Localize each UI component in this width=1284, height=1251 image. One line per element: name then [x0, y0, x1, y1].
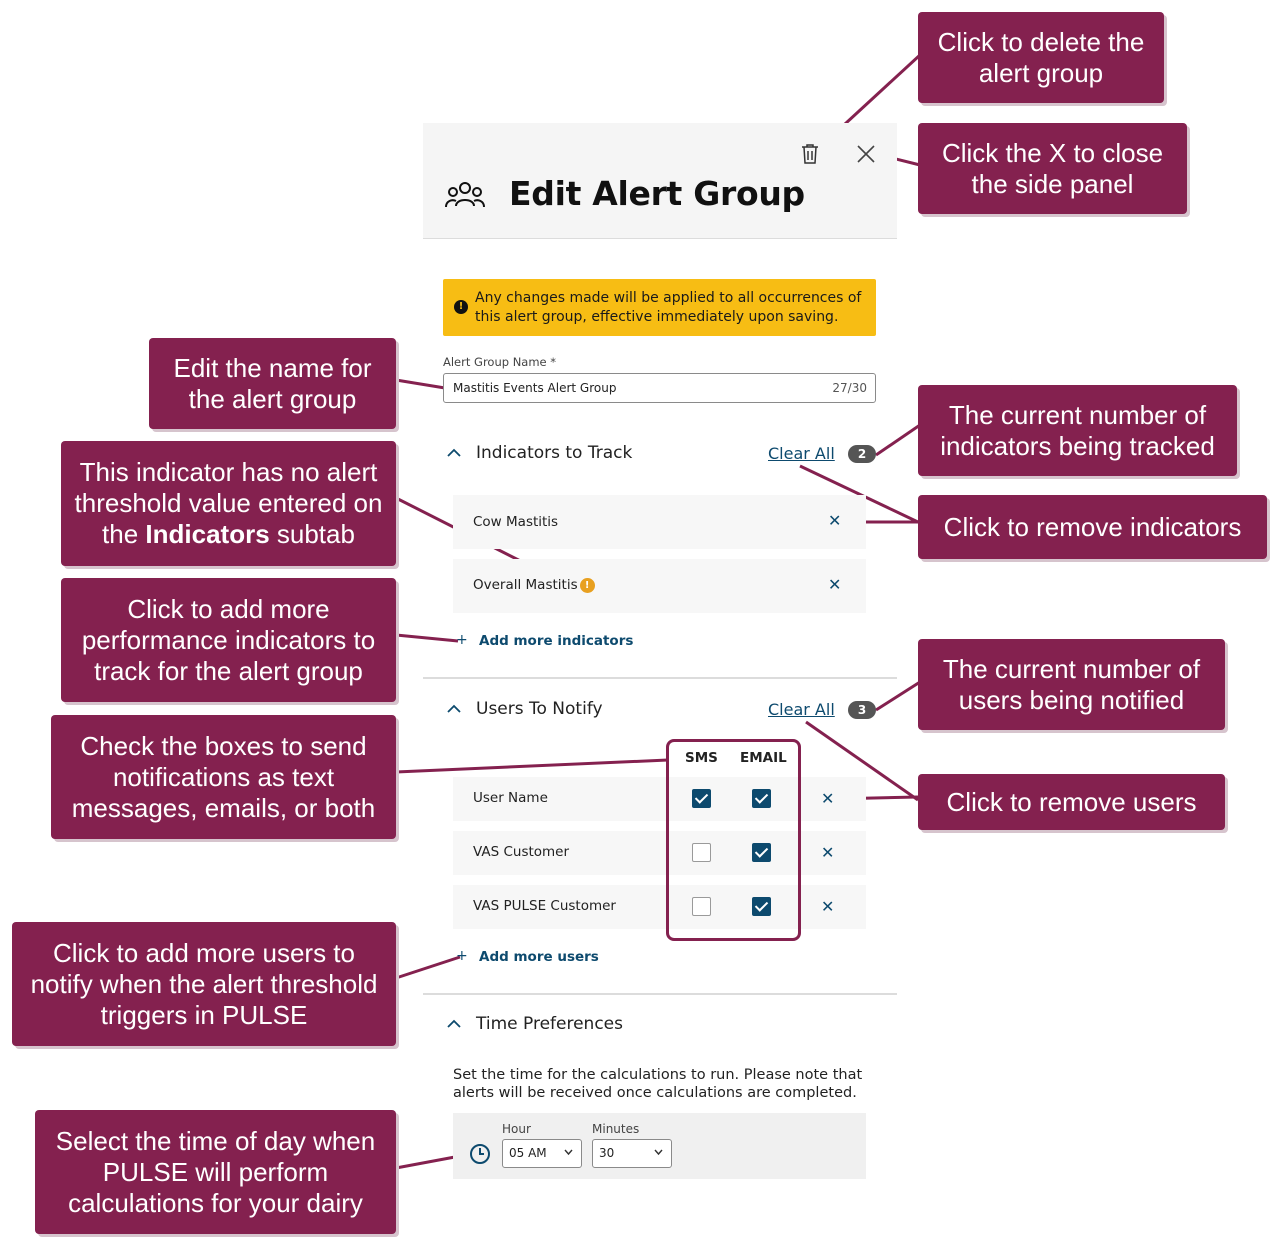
- user-row: User Name ✕: [453, 777, 866, 821]
- callout-close: Click the X to close the side panel: [918, 123, 1187, 214]
- user-row: VAS Customer ✕: [453, 831, 866, 875]
- callout-no-threshold-post: subtab: [269, 519, 355, 549]
- panel-title: Edit Alert Group: [509, 174, 805, 213]
- minutes-select[interactable]: 30: [592, 1139, 672, 1168]
- indicators-section-title: Indicators to Track: [476, 443, 633, 463]
- checkbox-highlight-frame: [666, 739, 801, 941]
- chevron-down-icon: [654, 1149, 663, 1156]
- indicator-label: Overall Mastitis: [473, 577, 578, 593]
- minutes-label: Minutes: [592, 1122, 640, 1136]
- chevron-down-icon: [564, 1149, 573, 1156]
- callout-add-indicators: Click to add more performance indicators…: [61, 578, 396, 702]
- time-description: Set the time for the calculations to run…: [453, 1067, 863, 1101]
- hour-label: Hour: [502, 1122, 531, 1136]
- email-column-header: EMAIL: [740, 750, 787, 766]
- users-clear-all-link[interactable]: Clear All: [768, 700, 835, 719]
- callout-add-users: Click to add more users to notify when t…: [12, 922, 396, 1046]
- chevron-up-icon[interactable]: [446, 704, 462, 714]
- callout-user-count: The current number of users being notifi…: [918, 639, 1225, 730]
- remove-icon[interactable]: ✕: [828, 511, 842, 530]
- user-row: VAS PULSE Customer ✕: [453, 885, 866, 929]
- time-section-title: Time Preferences: [476, 1014, 623, 1034]
- section-divider: [423, 677, 897, 679]
- callout-no-threshold: This indicator has no alert threshold va…: [61, 441, 396, 566]
- alert-group-name-input[interactable]: Mastitis Events Alert Group 27/30: [443, 373, 876, 403]
- remove-icon[interactable]: ✕: [821, 789, 835, 808]
- user-label: User Name: [473, 790, 548, 806]
- user-label: VAS PULSE Customer: [473, 898, 616, 914]
- email-checkbox[interactable]: [752, 897, 771, 916]
- callout-delete: Click to delete the alert group: [918, 12, 1164, 103]
- indicator-row: Overall Mastitis! ✕: [453, 559, 866, 613]
- plus-icon[interactable]: +: [456, 948, 468, 964]
- trash-icon[interactable]: [800, 143, 820, 165]
- callout-indicator-count: The current number of indicators being t…: [918, 385, 1237, 476]
- minutes-value: 30: [599, 1146, 615, 1160]
- warning-text: Any changes made will be applied to all …: [475, 290, 862, 325]
- user-label: VAS Customer: [473, 844, 570, 860]
- indicators-clear-all-link[interactable]: Clear All: [768, 444, 835, 463]
- sms-checkbox[interactable]: [692, 843, 711, 862]
- indicator-row: Cow Mastitis ✕: [453, 495, 866, 549]
- chevron-up-icon[interactable]: [446, 448, 462, 458]
- email-checkbox[interactable]: [752, 843, 771, 862]
- alert-group-name-label: Alert Group Name *: [443, 355, 557, 369]
- sms-checkbox[interactable]: [692, 897, 711, 916]
- hour-select[interactable]: 05 AM: [502, 1139, 582, 1168]
- email-checkbox[interactable]: [752, 789, 771, 808]
- warning-icon[interactable]: !: [579, 577, 595, 593]
- callout-remove-indicators: Click to remove indicators: [918, 495, 1267, 559]
- chevron-up-icon[interactable]: [446, 1019, 462, 1029]
- group-icon: [445, 182, 485, 208]
- add-more-users-link[interactable]: Add more users: [479, 949, 599, 965]
- clock-icon: [470, 1144, 490, 1164]
- warning-icon: !: [454, 300, 468, 314]
- callout-no-threshold-text: This indicator has no alert threshold va…: [71, 457, 386, 550]
- users-section-title: Users To Notify: [476, 699, 603, 719]
- users-count-badge: 3: [848, 701, 876, 719]
- hour-value: 05 AM: [509, 1146, 547, 1160]
- close-icon[interactable]: [855, 143, 877, 165]
- sms-column-header: SMS: [685, 750, 718, 766]
- indicator-label: Cow Mastitis: [473, 514, 559, 530]
- character-counter: 27/30: [832, 381, 867, 395]
- warning-banner: ! Any changes made will be applied to al…: [443, 279, 876, 336]
- plus-icon[interactable]: +: [456, 632, 468, 648]
- callout-remove-users: Click to remove users: [918, 774, 1225, 830]
- indicator-label-wrap: Overall Mastitis!: [473, 577, 595, 593]
- callout-no-threshold-pre: This indicator has no alert threshold va…: [74, 457, 383, 549]
- callout-no-threshold-bold: Indicators: [145, 519, 270, 549]
- remove-icon[interactable]: ✕: [828, 575, 842, 594]
- panel-header: [423, 123, 897, 239]
- callout-check-boxes: Check the boxes to send notifications as…: [51, 715, 396, 839]
- indicators-count-badge: 2: [848, 445, 876, 463]
- section-divider: [423, 993, 897, 995]
- remove-icon[interactable]: ✕: [821, 843, 835, 862]
- callout-time-of-day: Select the time of day when PULSE will p…: [35, 1110, 396, 1234]
- remove-icon[interactable]: ✕: [821, 897, 835, 916]
- alert-group-name-value: Mastitis Events Alert Group: [453, 381, 617, 395]
- sms-checkbox[interactable]: [692, 789, 711, 808]
- add-more-indicators-link[interactable]: Add more indicators: [479, 633, 634, 649]
- callout-edit-name: Edit the name for the alert group: [149, 338, 396, 429]
